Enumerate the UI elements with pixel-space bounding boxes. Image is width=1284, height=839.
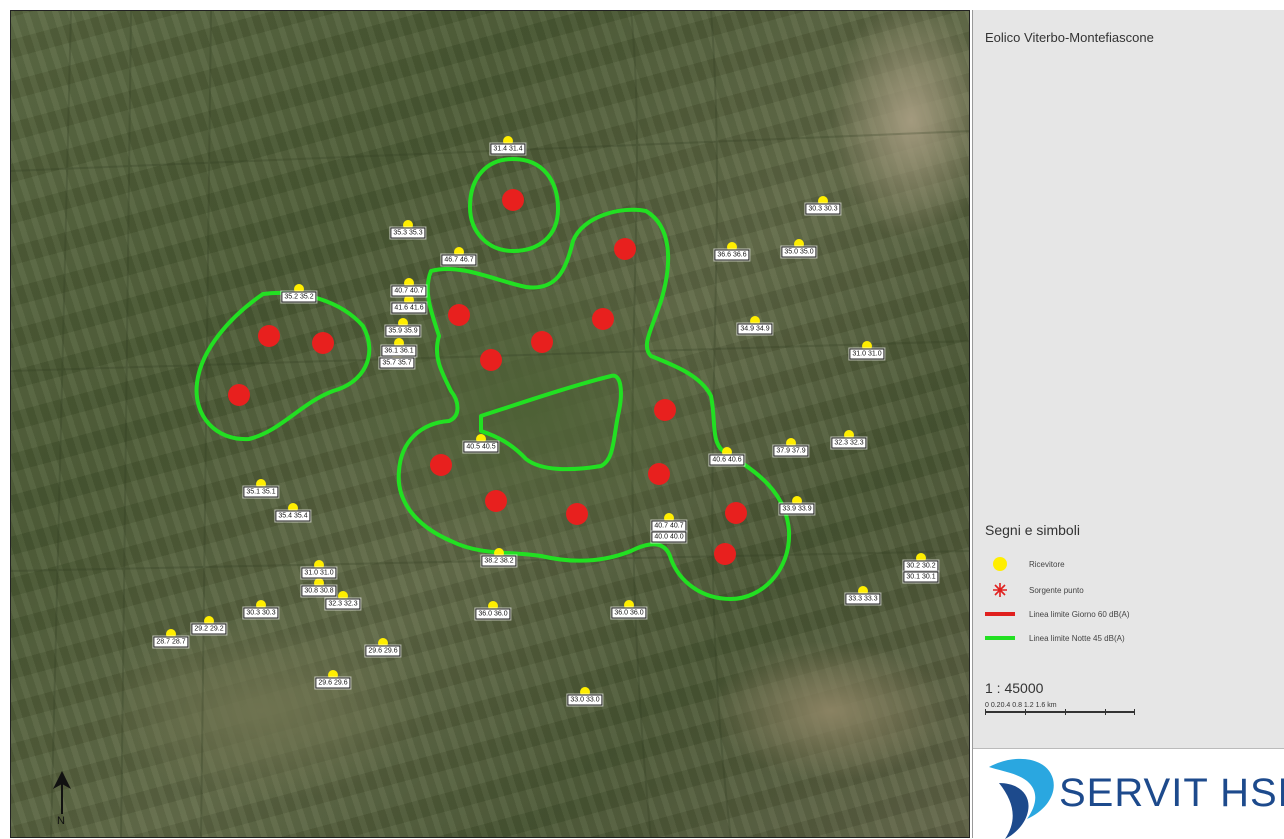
receiver-label: 40.6 40.6 [709,454,745,466]
receiver-label: 41.6 41.6 [391,302,427,314]
receiver-label: 36.6 36.6 [714,249,750,261]
source-point[interactable] [725,502,747,524]
source-point[interactable] [502,189,524,211]
receiver-label: 40.5 40.5 [463,441,499,453]
receiver-label: 33.9 33.9 [779,503,815,515]
receiver-label: 30.1 30.1 [903,571,939,583]
receiver-label: 35.2 35.2 [281,291,317,303]
contour-north [468,157,560,253]
night-limit-contours [194,157,792,601]
receiver-label: 31.4 31.4 [490,143,526,155]
map-title: Eolico Viterbo-Montefiascone [985,30,1154,45]
receiver-label: 30.8 30.8 [301,585,337,597]
source-point[interactable] [430,454,452,476]
contour-west [194,290,372,442]
receiver-label: 29.6 29.6 [365,645,401,657]
north-label: N [57,815,65,827]
contour-central [396,207,792,601]
servit-logo: SERVIT HSE [973,748,1284,839]
receiver-label: 46.7 46.7 [441,254,477,266]
receiver-label: 30.3 30.3 [805,203,841,215]
legend-label: Linea limite Giorno 60 dB(A) [1029,609,1130,619]
source-point[interactable] [714,543,736,565]
point-sources [228,189,747,565]
receiver-label: 40.7 40.7 [651,520,687,532]
map-view[interactable]: 31.4 31.4 30.3 30.3 35.3 35.3 46.7 46.7 36.6… [10,10,970,838]
receiver-label: 31.0 31.0 [849,348,885,360]
terrain-texture [11,11,969,837]
source-point[interactable] [566,503,588,525]
source-point[interactable] [480,349,502,371]
logo-text: SERVIT HSE [1059,771,1284,815]
source-point[interactable] [531,331,553,353]
green-line-icon [985,630,1015,646]
source-point[interactable] [592,308,614,330]
receiver-label: 36.0 36.0 [475,608,511,620]
red-line-icon [985,606,1015,622]
source-point[interactable] [312,332,334,354]
receiver-icon [985,556,1015,572]
legend-item-receiver: Ricevitore [985,556,1065,572]
receiver-label: 28.7 28.7 [153,636,189,648]
north-arrow: N [51,771,73,831]
legend-item-night-line: Linea limite Notte 45 dB(A) [985,630,1125,646]
source-point[interactable] [485,490,507,512]
receiver-label: 36.0 36.0 [611,607,647,619]
legend-panel: Eolico Viterbo-Montefiascone Segni e sim… [972,10,1284,839]
source-point[interactable] [448,304,470,326]
receiver-label: 35.4 35.4 [275,510,311,522]
scale-text: 1 : 45000 [985,680,1044,696]
asterisk-icon [985,582,1015,598]
source-point[interactable] [258,325,280,347]
contour-inner [479,373,623,472]
receiver-label: 36.1 36.1 [381,345,417,357]
receiver-label: 34.9 34.9 [737,323,773,335]
receiver-label: 32.3 32.3 [831,437,867,449]
legend-item-source: Sorgente punto [985,582,1084,598]
legend-label: Sorgente punto [1029,585,1084,595]
receiver-label: 35.9 35.9 [385,325,421,337]
receiver-label: 35.3 35.3 [390,227,426,239]
receiver-label: 40.7 40.7 [391,285,427,297]
receiver-label: 33.3 33.3 [845,593,881,605]
source-point[interactable] [614,238,636,260]
logo-icon [989,758,1054,839]
legend-item-day-line: Linea limite Giorno 60 dB(A) [985,606,1130,622]
source-point[interactable] [648,463,670,485]
legend-heading: Segni e simboli [985,522,1080,538]
legend-label: Ricevitore [1029,559,1065,569]
receiver-label: 32.3 32.3 [325,598,361,610]
receiver-label: 31.0 31.0 [301,567,337,579]
receiver-label: 30.3 30.3 [243,607,279,619]
receiver-label: 35.1 35.1 [243,486,279,498]
map-overlay [11,11,969,837]
receiver-label: 35.0 35.0 [781,246,817,258]
legend-label: Linea limite Notte 45 dB(A) [1029,633,1125,643]
receiver-label: 37.9 37.9 [773,445,809,457]
source-point[interactable] [228,384,250,406]
receiver-label: 29.2 29.2 [191,623,227,635]
receiver-label: 33.0 33.0 [567,694,603,706]
source-point[interactable] [654,399,676,421]
receiver-label: 29.6 29.6 [315,677,351,689]
receiver-label: 38.2 38.2 [481,555,517,567]
receiver-label: 40.0 40.0 [651,531,687,543]
receiver-dots [166,136,926,697]
receiver-label: 35.7 35.7 [379,357,415,369]
scale-bar: 0 0.20.4 0.8 1.2 1.6 km [985,702,1145,717]
scale-ticks: 0 0.20.4 0.8 1.2 1.6 km [985,702,1057,709]
receiver-label: 30.2 30.2 [903,560,939,572]
